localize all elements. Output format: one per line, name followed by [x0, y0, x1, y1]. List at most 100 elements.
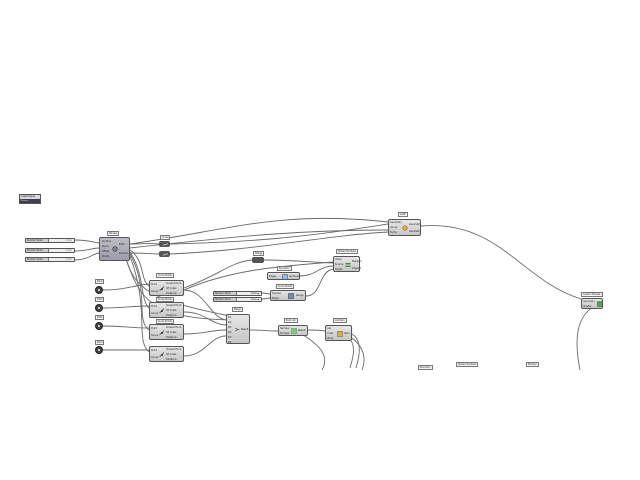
point-param-4[interactable] [95, 346, 103, 354]
closest-component-4[interactable]: Point Curve Closest Point CP Index Dista… [149, 346, 184, 362]
range-input-domain: Domain [272, 292, 282, 295]
closest-output-distance: Distance [166, 314, 177, 317]
label-curve-points-top: Curve Points [276, 284, 294, 289]
wire [351, 333, 360, 369]
range-input-steps: Steps [272, 297, 279, 300]
closest-output-distance: Distance [166, 358, 177, 361]
label-closest-2: Curve Points [156, 297, 174, 302]
range-output: Range [296, 294, 304, 297]
wire [129, 253, 150, 331]
closest-component-3[interactable]: Point Curve Closest Point CP Index Dista… [149, 324, 184, 340]
preview-input-shader: Shader [583, 305, 592, 308]
main-input-points: Points [102, 255, 110, 258]
wire [299, 332, 326, 371]
boundary-component[interactable]: Edges Surfaces [267, 272, 300, 280]
remap-component[interactable]: Value Source Target Mapped Clipped [333, 256, 362, 272]
preview-input-geometry: Geometry [583, 300, 595, 303]
list-icon [291, 328, 297, 334]
slider-name: Number Slider [214, 298, 237, 301]
label-list-item: List Item [333, 318, 347, 323]
list-input-wrap: Wrap [327, 337, 334, 340]
point-param-2[interactable] [95, 304, 103, 312]
main-component[interactable]: Surface Plane Offset Points Field Domain [99, 237, 130, 261]
label-curve: Curve [160, 235, 171, 240]
main-output-domain: Domain [119, 252, 129, 255]
label-range-top: Range [253, 251, 264, 256]
curve-param-2[interactable] [159, 251, 170, 257]
list-item-component[interactable]: List Index Wrap Item [325, 325, 352, 341]
merge-input-d3: D3 [228, 326, 232, 329]
curve-icon [163, 252, 168, 257]
label-point-1: Point [95, 279, 105, 284]
merge-component[interactable]: D1 D2 D3 D4 D5 D6 Result [226, 314, 250, 344]
wire [351, 337, 365, 371]
label-closest-3: Curve Points [156, 319, 174, 324]
label-item-list: Item List [284, 318, 298, 323]
closest-input-curve: Curve [151, 356, 159, 359]
closest-point-icon [159, 330, 165, 336]
number-slider-5[interactable]: Number Slider Lines ◆ [213, 297, 262, 302]
wire [169, 223, 389, 245]
remap-output-mapped: Mapped [352, 260, 362, 263]
wire [74, 247, 100, 252]
wire [307, 329, 326, 332]
boundary-output: Surfaces [289, 275, 300, 278]
range-icon [288, 293, 294, 299]
closest-output-index: CP Index [166, 287, 177, 290]
number-slider-4[interactable]: Number Slider Lines ◆ [213, 291, 262, 296]
ramp-output: Result [298, 329, 306, 332]
list-output-item: Item [344, 332, 350, 335]
label-remap-bottom: Remap Numbers [456, 362, 479, 367]
label-closest-1: Curve Points [156, 273, 174, 278]
label-main: Params [107, 231, 120, 236]
closest-output-index: CP Index [166, 353, 177, 356]
closest-input-point: Point [151, 305, 157, 308]
merge-output-result: Result [241, 328, 249, 331]
wire [576, 301, 604, 371]
wire [183, 311, 227, 326]
label-point-2: Point [95, 297, 105, 302]
main-output-field: Field [119, 243, 125, 246]
closest-input-curve: Curve [151, 290, 159, 293]
closest-input-point: Point [151, 283, 157, 286]
closest-component-1[interactable]: Point Curve Closest Point CP Index Dista… [149, 280, 184, 296]
wire [305, 268, 334, 297]
curve-param[interactable] [159, 241, 170, 247]
wire [299, 265, 334, 277]
label-number-bottom: Number [526, 362, 539, 367]
custom-preview-component[interactable]: Geometry Shader [581, 298, 603, 309]
closest-output-cp: Closest Point [166, 304, 182, 307]
number-slider-1[interactable]: Number Slider < 4 > [25, 238, 75, 243]
number-slider-3[interactable]: Number Slider < 4 > [25, 257, 75, 262]
closest-component-2[interactable]: Point Curve Closest Point CP Index Dista… [149, 302, 184, 318]
point-param-3[interactable] [95, 322, 103, 330]
label-custom-preview: Custom Preview [581, 292, 603, 297]
merge-input-d4: D4 [228, 331, 232, 334]
slider-value: Lines ◆ [250, 292, 259, 295]
closest-input-point: Point [151, 349, 157, 352]
range-component[interactable]: Domain Steps Range [270, 290, 306, 301]
ramp-component[interactable]: Number Domain Result [278, 325, 308, 336]
list-input-index: Index [327, 332, 334, 335]
point-param-1[interactable] [95, 286, 103, 294]
closest-input-curve: Curve [151, 334, 159, 337]
wire [102, 305, 150, 309]
slider-name: Number Slider [26, 258, 49, 261]
slider-name: Number Slider [26, 239, 49, 242]
remap-icon [345, 263, 351, 267]
middle-param[interactable] [252, 257, 264, 263]
wire [183, 335, 227, 357]
remap-input-target: Target [335, 268, 343, 271]
wire [169, 231, 389, 255]
top-input-factor: Factor [390, 231, 398, 234]
wire [183, 329, 227, 335]
number-slider-2[interactable]: Number Slider < 4 > [25, 248, 75, 253]
closest-output-cp: Closest Point [166, 326, 182, 329]
wire [74, 252, 100, 261]
wire [263, 259, 334, 264]
wire [249, 329, 279, 332]
top-left-panel[interactable]: Grasshopper Params [19, 194, 41, 204]
top-component[interactable]: Geometry Curve Factor Geometry Geometry [388, 219, 421, 236]
remap-output-clipped: Clipped [352, 267, 362, 270]
